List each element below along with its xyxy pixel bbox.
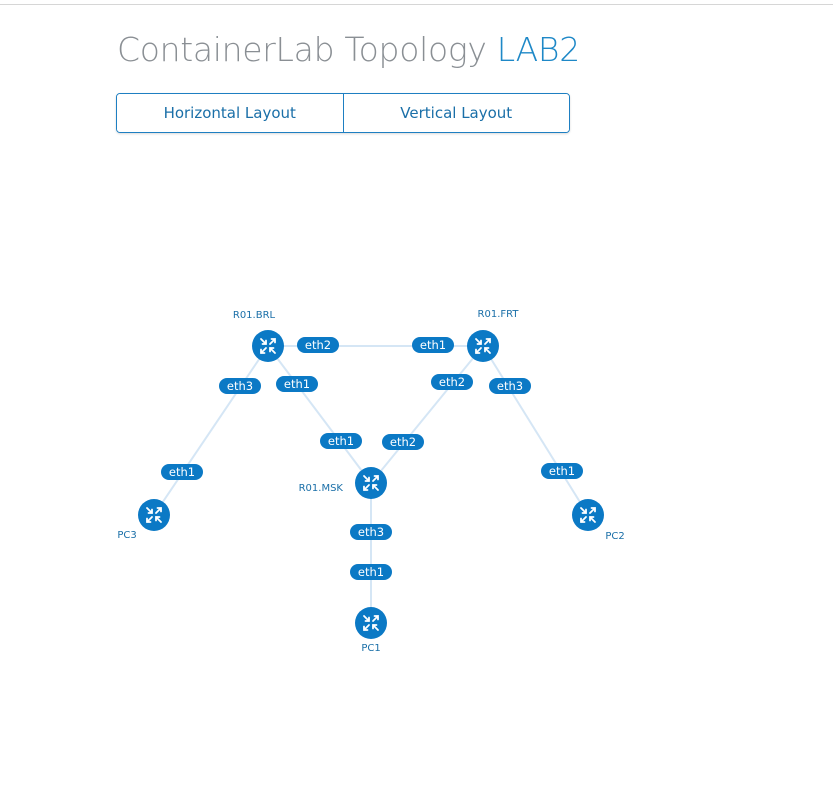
router-arrows-icon: [475, 338, 491, 354]
interface-label: eth3: [489, 378, 531, 394]
page-title: ContainerLab Topology LAB2: [117, 28, 580, 72]
node-r01-frt[interactable]: R01.FRT: [467, 309, 519, 362]
interface-name: eth3: [227, 379, 253, 393]
router-arrows-icon: [580, 507, 596, 523]
title-prefix: ContainerLab Topology: [117, 30, 487, 69]
interface-label: eth3: [350, 524, 392, 540]
node-label: R01.FRT: [478, 309, 520, 320]
node-pc2[interactable]: PC2: [572, 499, 625, 542]
interface-pill: [350, 524, 392, 540]
router-arrows-icon: [260, 338, 276, 354]
interface-name: eth1: [328, 434, 354, 448]
router-arrows-icon: [363, 475, 379, 491]
link-R01.BRL-PC3[interactable]: [153, 345, 269, 516]
link-R01.FRT-PC2[interactable]: [482, 345, 589, 516]
layout-button-group: Horizontal Layout Vertical Layout: [116, 93, 570, 133]
top-divider: [0, 4, 833, 5]
interface-pill: [297, 337, 339, 353]
interface-pill: [431, 374, 473, 390]
node-label: R01.MSK: [299, 483, 344, 494]
interface-label: eth1: [412, 337, 454, 353]
interface-label: eth1: [350, 564, 392, 580]
interface-name: eth2: [439, 375, 465, 389]
node-label: PC2: [605, 531, 624, 542]
interface-name: eth3: [358, 525, 384, 539]
vertical-layout-button[interactable]: Vertical Layout: [342, 94, 569, 132]
interface-label: eth1: [161, 464, 203, 480]
router-arrows-icon: [363, 615, 379, 631]
node-label: R01.BRL: [233, 310, 276, 321]
interface-name: eth1: [284, 377, 310, 391]
interface-name: eth1: [169, 465, 195, 479]
interface-label: eth2: [431, 374, 473, 390]
interface-pill: [350, 564, 392, 580]
interface-pill: [276, 376, 318, 392]
router-icon[interactable]: [252, 330, 284, 362]
interface-name: eth3: [497, 379, 523, 393]
link-R01.FRT-R01.MSK[interactable]: [370, 345, 484, 484]
interface-label: eth1: [276, 376, 318, 392]
interface-label: eth1: [541, 463, 583, 479]
router-icon[interactable]: [355, 607, 387, 639]
interface-name: eth1: [549, 464, 575, 478]
interface-label: eth3: [219, 378, 261, 394]
interface-pill: [382, 434, 424, 450]
interface-label: eth1: [320, 433, 362, 449]
horizontal-layout-button[interactable]: Horizontal Layout: [117, 94, 343, 132]
interface-name: eth1: [358, 565, 384, 579]
lab-name: LAB2: [496, 30, 580, 69]
interface-name: eth1: [420, 338, 446, 352]
router-arrows-icon: [146, 507, 162, 523]
interface-name: eth2: [390, 435, 416, 449]
router-icon[interactable]: [138, 499, 170, 531]
interface-pill: [320, 433, 362, 449]
node-pc3[interactable]: PC3: [117, 499, 170, 541]
interface-pill: [412, 337, 454, 353]
interface-label: eth2: [297, 337, 339, 353]
interface-name: eth2: [305, 338, 331, 352]
router-icon[interactable]: [572, 499, 604, 531]
interface-pill: [541, 463, 583, 479]
router-icon[interactable]: [467, 330, 499, 362]
router-icon[interactable]: [355, 467, 387, 499]
node-r01-brl[interactable]: R01.BRL: [233, 310, 284, 362]
interface-pill: [161, 464, 203, 480]
node-label: PC3: [117, 530, 136, 541]
interface-pill: [489, 378, 531, 394]
node-r01-msk[interactable]: R01.MSK: [299, 467, 387, 499]
interface-pill: [219, 378, 261, 394]
link-R01.BRL-R01.MSK[interactable]: [267, 345, 372, 484]
interface-label: eth2: [382, 434, 424, 450]
interface-labels-layer: eth2 eth1 eth3 eth1 eth1 eth1 eth2 eth2 eth3 eth1…: [161, 337, 583, 580]
node-label: PC1: [361, 643, 380, 654]
node-pc1[interactable]: PC1: [355, 607, 387, 654]
nodes-layer: R01.BRL R01.FRT R01.MSK PC1 PC2 PC3: [117, 309, 624, 654]
